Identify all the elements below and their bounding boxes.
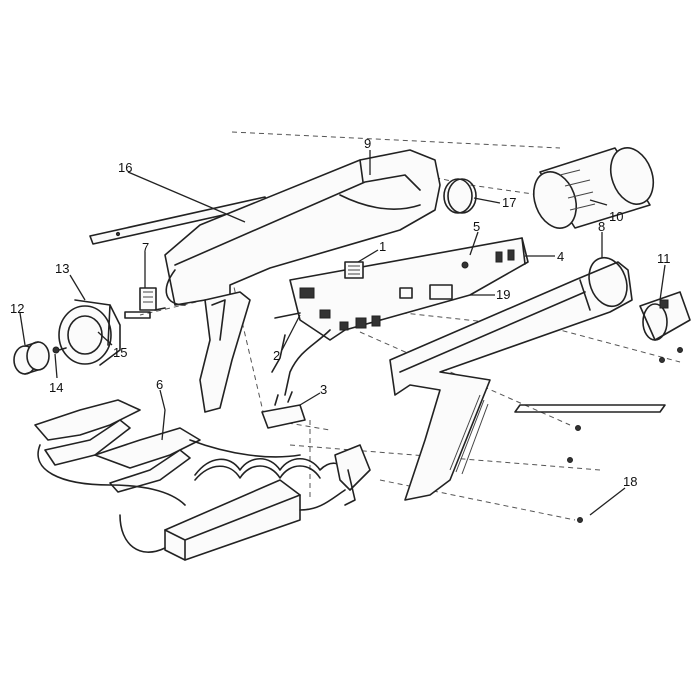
callout-14: 14 [49, 380, 63, 395]
callout-6: 6 [156, 377, 163, 392]
callout-9: 9 [364, 136, 371, 151]
callout-8: 8 [598, 219, 605, 234]
callout-7: 7 [142, 240, 149, 255]
callout-leaders [19, 150, 666, 516]
lens-tube-part-10 [532, 147, 655, 229]
callout-2: 2 [273, 348, 280, 363]
potentiometer-part-7 [124, 287, 166, 319]
callout-labels: 16 9 7 1 5 4 8 10 17 13 12 6 19 11 2 3 1… [10, 136, 671, 489]
upper-housing-part-9 [164, 149, 441, 413]
callout-11: 11 [657, 251, 671, 266]
lamp-socket-part-11 [639, 291, 691, 341]
reflector-part-13 [58, 299, 121, 366]
lower-housing-part-8 [389, 256, 633, 501]
callout-19: 19 [496, 287, 510, 302]
screw-part-14 [52, 346, 67, 354]
callout-13: 13 [55, 261, 69, 276]
callout-17: 17 [502, 195, 516, 210]
lens-disc-part-17 [443, 178, 477, 214]
circuit-board-part-5 [284, 237, 529, 396]
callout-1: 1 [379, 239, 386, 254]
clamp-cable-part-6 [34, 399, 371, 561]
callout-5: 5 [473, 219, 480, 234]
callout-3: 3 [320, 382, 327, 397]
lens-ring-part-12 [13, 341, 50, 375]
connector-block-part-3 [261, 391, 306, 429]
callout-15: 15 [113, 345, 127, 360]
callout-4: 4 [557, 249, 564, 264]
callout-16: 16 [118, 160, 132, 175]
callout-12: 12 [10, 301, 24, 316]
callout-18: 18 [623, 474, 637, 489]
wire-harness-part-2 [271, 312, 301, 373]
callout-10: 10 [609, 209, 623, 224]
mounting-plate [514, 404, 666, 413]
screws-part-18 [567, 347, 683, 523]
